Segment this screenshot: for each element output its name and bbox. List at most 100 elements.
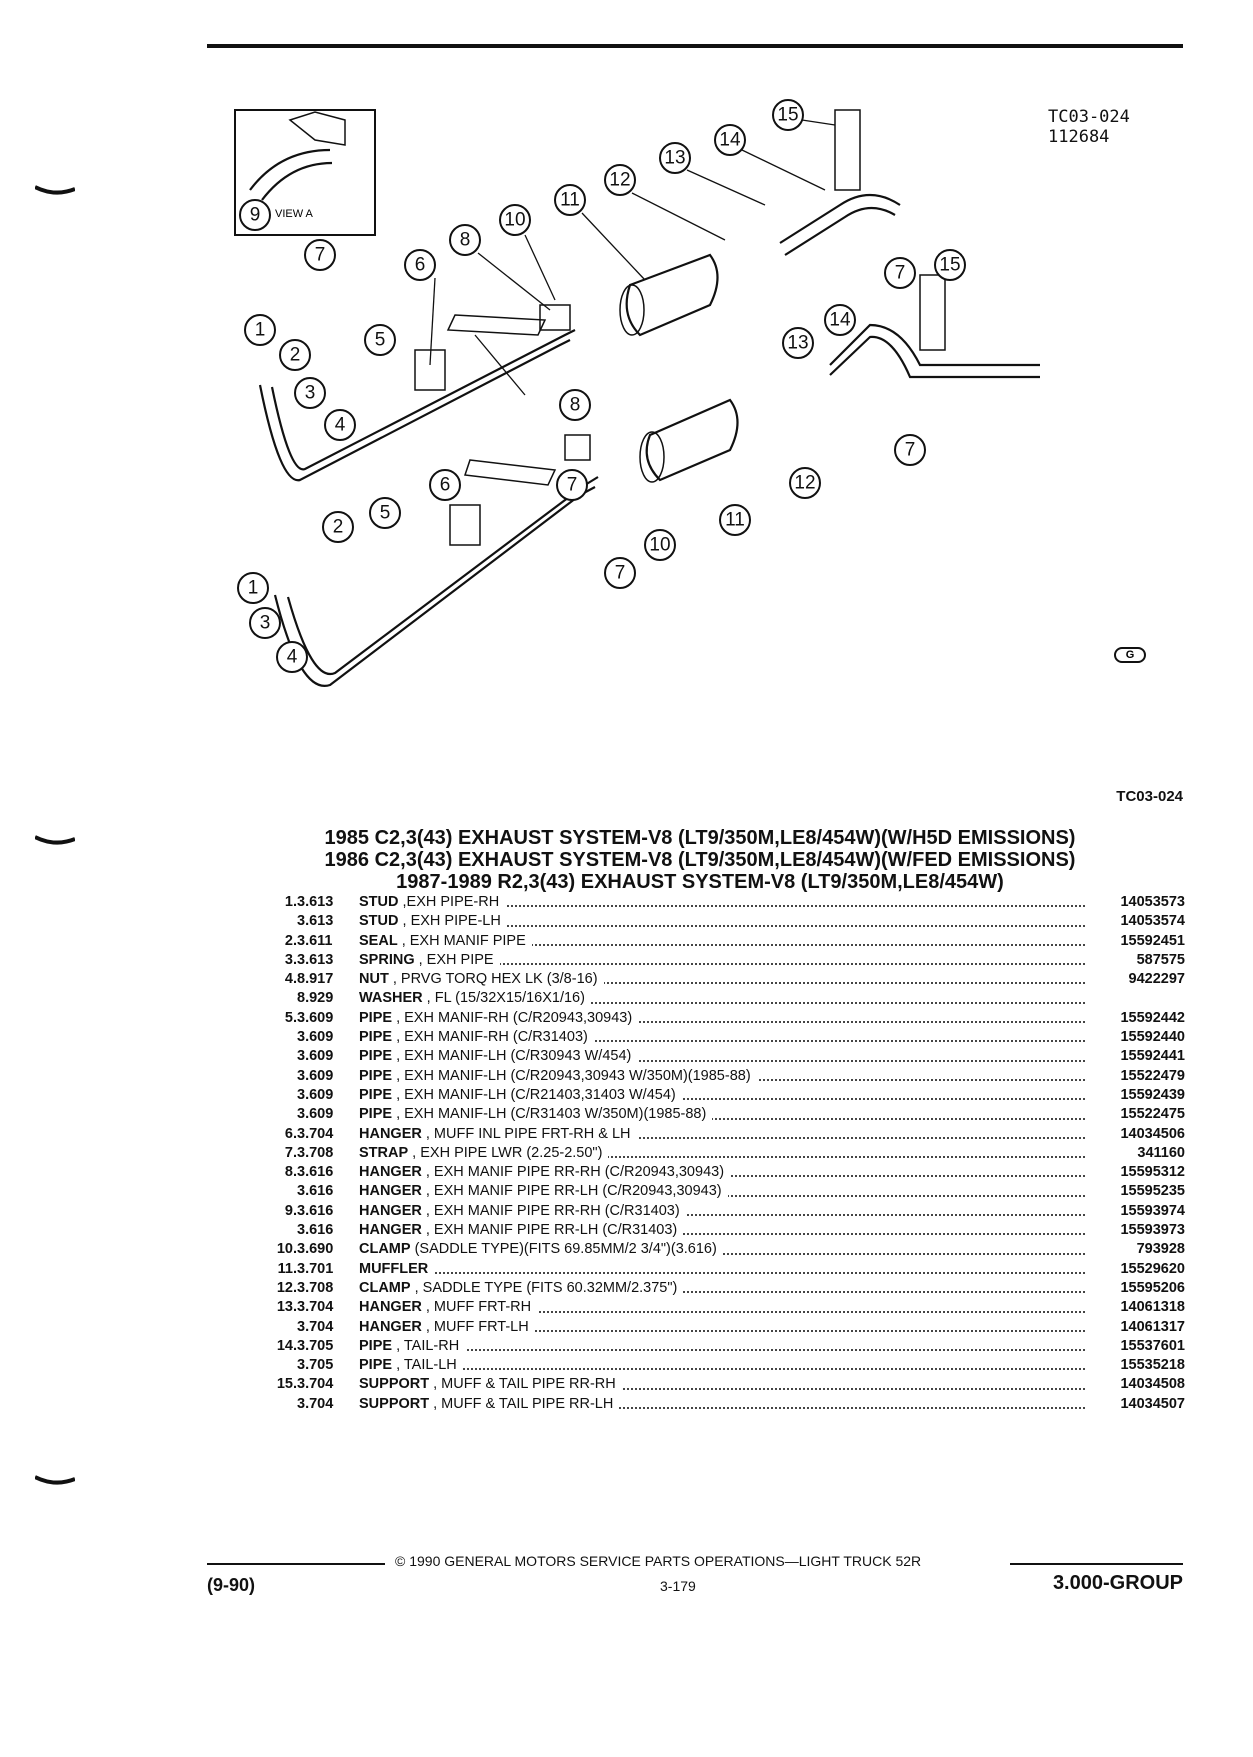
part-description: NUT , PRVG TORQ HEX LK (3/8-16) <box>359 970 1085 989</box>
part-detail: , EXH MANIF-LH (C/R21403,31403 W/454) <box>392 1086 676 1103</box>
exhaust-illustration: VIEW A <box>234 99 1146 687</box>
item-number: 14. <box>276 1337 297 1354</box>
top-rule <box>207 44 1183 48</box>
group-number: 3.705 <box>297 1337 334 1354</box>
part-name: SPRING <box>359 951 415 968</box>
part-detail: , EXH MANIF PIPE RR-RH (C/R31403) <box>421 1202 680 1219</box>
svg-text:2: 2 <box>290 345 301 366</box>
svg-text:7: 7 <box>895 263 906 284</box>
part-name: NUT <box>359 971 389 988</box>
part-detail: , MUFF FRT-LH <box>421 1318 529 1335</box>
logo-text: G <box>1126 649 1135 661</box>
callout-numbers: 9 7 6 8 10 11 12 13 14 15 15 7 14 13 1 2… <box>237 99 966 673</box>
upper-exhaust-assembly <box>258 109 1040 483</box>
part-description: PIPE , EXH MANIF-LH (C/R20943,30943 W/35… <box>359 1067 1085 1086</box>
part-number: 793928 <box>1136 1241 1185 1258</box>
part-number: 15595206 <box>1120 1279 1185 1296</box>
part-name: STRAP <box>359 1144 409 1161</box>
svg-text:6: 6 <box>415 255 426 276</box>
part-detail: , EXH MANIF-LH (C/R30943 W/454) <box>392 1048 632 1065</box>
part-detail: , EXH PIPE-LH <box>398 913 501 930</box>
part-number: 15522475 <box>1120 1106 1185 1123</box>
part-number: 9422297 <box>1128 971 1185 988</box>
part-number: 14053574 <box>1120 913 1185 930</box>
svg-text:4: 4 <box>287 647 298 668</box>
part-number <box>1085 989 1185 1008</box>
footer-rule-right <box>1010 1563 1183 1565</box>
svg-text:14: 14 <box>719 130 741 151</box>
part-detail: (SADDLE TYPE)(FITS 69.85MM/2 3/4")(3.616… <box>410 1241 717 1258</box>
part-name: PIPE <box>359 1106 393 1123</box>
part-name: WASHER <box>359 990 423 1007</box>
item-number <box>255 1318 297 1337</box>
part-number: 15537601 <box>1120 1337 1185 1354</box>
part-detail: , EXH PIPE LWR (2.25-2.50") <box>408 1144 603 1161</box>
part-name: HANGER <box>359 1125 422 1142</box>
item-number: 5. <box>284 1009 297 1026</box>
part-name: SEAL <box>359 932 398 949</box>
part-name: HANGER <box>359 1183 422 1200</box>
svg-text:1: 1 <box>248 578 259 599</box>
part-number: 15592451 <box>1120 932 1185 949</box>
parts-row: 14.3.705 PIPE , TAIL-RH 15537601 <box>255 1337 1185 1356</box>
part-number: 15592442 <box>1120 1009 1185 1026</box>
part-detail: , EXH MANIF PIPE <box>397 932 526 949</box>
svg-text:10: 10 <box>649 535 670 556</box>
group-number: 3.704 <box>297 1318 334 1335</box>
diagram-ref-code: TC03-024 <box>1048 107 1130 127</box>
part-description: HANGER , EXH MANIF PIPE RR-LH (C/R20943,… <box>359 1182 1085 1201</box>
item-number: 2. <box>284 932 297 949</box>
manufacturer-logo: G <box>1114 647 1146 663</box>
item-number <box>255 1086 297 1105</box>
svg-text:1: 1 <box>255 320 266 341</box>
item-number <box>255 1356 297 1375</box>
part-name: PIPE <box>359 1067 393 1084</box>
part-detail: , EXH MANIF-LH (C/R20943,30943 W/350M)(1… <box>392 1067 751 1084</box>
item-number <box>255 1221 297 1240</box>
group-number: 3.609 <box>297 1029 334 1046</box>
part-name: PIPE <box>359 1029 393 1046</box>
group-number: 3.609 <box>297 1048 334 1065</box>
group-number: 3.616 <box>297 1202 334 1219</box>
part-detail: , PRVG TORQ HEX LK (3/8-16) <box>388 971 598 988</box>
part-description: SUPPORT , MUFF & TAIL PIPE RR-RH <box>359 1375 1085 1394</box>
part-description: CLAMP (SADDLE TYPE)(FITS 69.85MM/2 3/4")… <box>359 1240 1085 1259</box>
item-number <box>255 1182 297 1201</box>
diagram-ref-number: 112684 <box>1048 127 1110 147</box>
part-number: 15595235 <box>1120 1183 1185 1200</box>
item-number: 1. <box>284 894 297 910</box>
part-detail: , EXH MANIF-RH (C/R31403) <box>392 1029 588 1046</box>
part-detail: , FL (15/32X15/16X1/16) <box>422 990 585 1007</box>
svg-text:12: 12 <box>794 473 815 494</box>
part-description: PIPE , TAIL-RH <box>359 1337 1085 1356</box>
part-number: 15522479 <box>1120 1067 1185 1084</box>
group-number: 3.704 <box>297 1376 334 1393</box>
part-number: 15592441 <box>1120 1048 1185 1065</box>
exhaust-system-diagram: TC03-024 112684 VIEW A <box>220 95 1180 755</box>
part-description: MUFFLER <box>359 1260 1085 1279</box>
svg-text:15: 15 <box>777 105 798 126</box>
svg-text:11: 11 <box>725 510 745 531</box>
part-description: STUD ,EXH PIPE-RH <box>359 893 1085 912</box>
part-name: HANGER <box>359 1299 422 1316</box>
part-detail: , EXH MANIF-RH (C/R20943,30943) <box>392 1009 633 1026</box>
parts-row: 8.929 WASHER , FL (15/32X15/16X1/16) <box>255 989 1185 1008</box>
figure-code: TC03-024 <box>1116 788 1183 805</box>
svg-text:15: 15 <box>939 255 960 276</box>
svg-text:7: 7 <box>315 245 326 266</box>
group-number: 8.929 <box>297 990 334 1007</box>
part-description: HANGER , MUFF FRT-RH <box>359 1298 1085 1317</box>
